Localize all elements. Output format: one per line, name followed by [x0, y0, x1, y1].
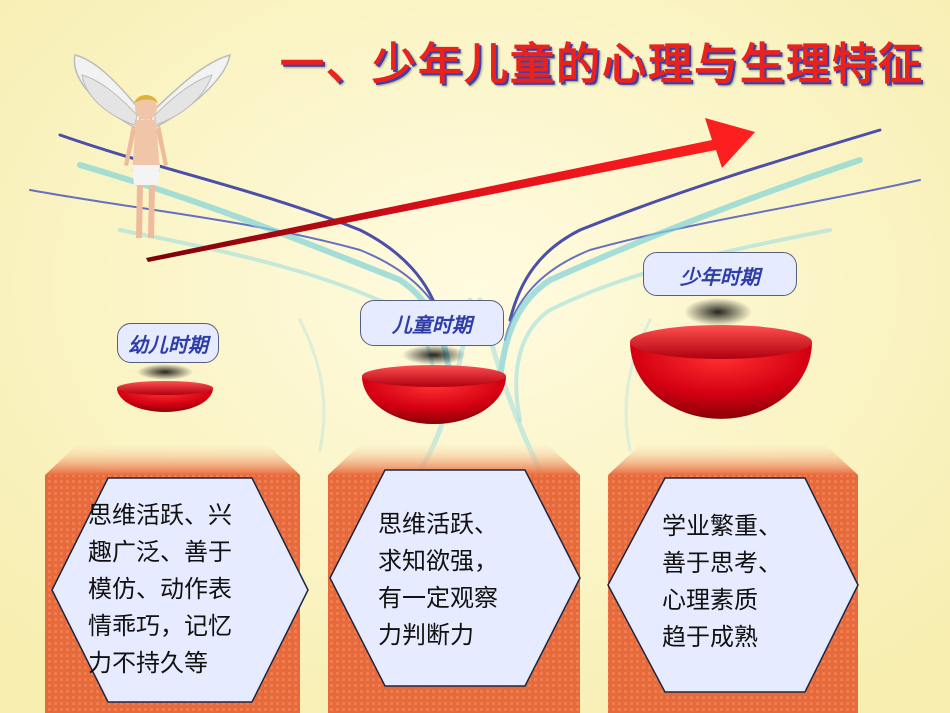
stage-description-child: 思维活跃、 求知欲强， 有一定观察 力判断力	[378, 506, 498, 654]
text-line: 学业繁重、	[662, 512, 782, 540]
text-line: 趋于成熟	[662, 623, 758, 651]
text-line: 思维活跃、	[378, 510, 498, 538]
text-line: 情乖巧，记忆	[88, 612, 232, 640]
stage-box	[45, 445, 309, 713]
bowl-icon	[117, 364, 213, 412]
text-line: 心理素质	[662, 586, 758, 614]
slide-title: 一、少年儿童的心理与生理特征	[280, 39, 924, 90]
text-line: 求知欲强，	[378, 547, 498, 575]
stage-description-youth: 学业繁重、 善于思考、 心理素质 趋于成熟	[662, 508, 782, 656]
stage-box	[328, 445, 581, 713]
stage-label-child: 儿童时期	[360, 300, 504, 346]
text-line: 思维活跃、兴	[88, 501, 232, 529]
text-line: 有一定观察	[378, 584, 498, 612]
text-line: 模仿、动作表	[88, 575, 232, 603]
arrow-icon	[146, 118, 755, 262]
angel-icon	[73, 53, 231, 238]
stage-label-youth: 少年时期	[643, 252, 797, 296]
stage-description-infant: 思维活跃、兴 趣广泛、善于 模仿、动作表 情乖巧，记忆 力不持久等	[88, 497, 232, 682]
text-line: 力判断力	[378, 621, 474, 649]
text-line: 趣广泛、善于	[88, 538, 232, 566]
text-line: 善于思考、	[662, 549, 782, 577]
stage-label-infant: 幼儿时期	[117, 323, 219, 363]
stage-box	[607, 445, 859, 713]
text-line: 力不持久等	[88, 649, 208, 677]
bowl-icon	[630, 298, 812, 419]
bowl-icon	[362, 345, 506, 424]
